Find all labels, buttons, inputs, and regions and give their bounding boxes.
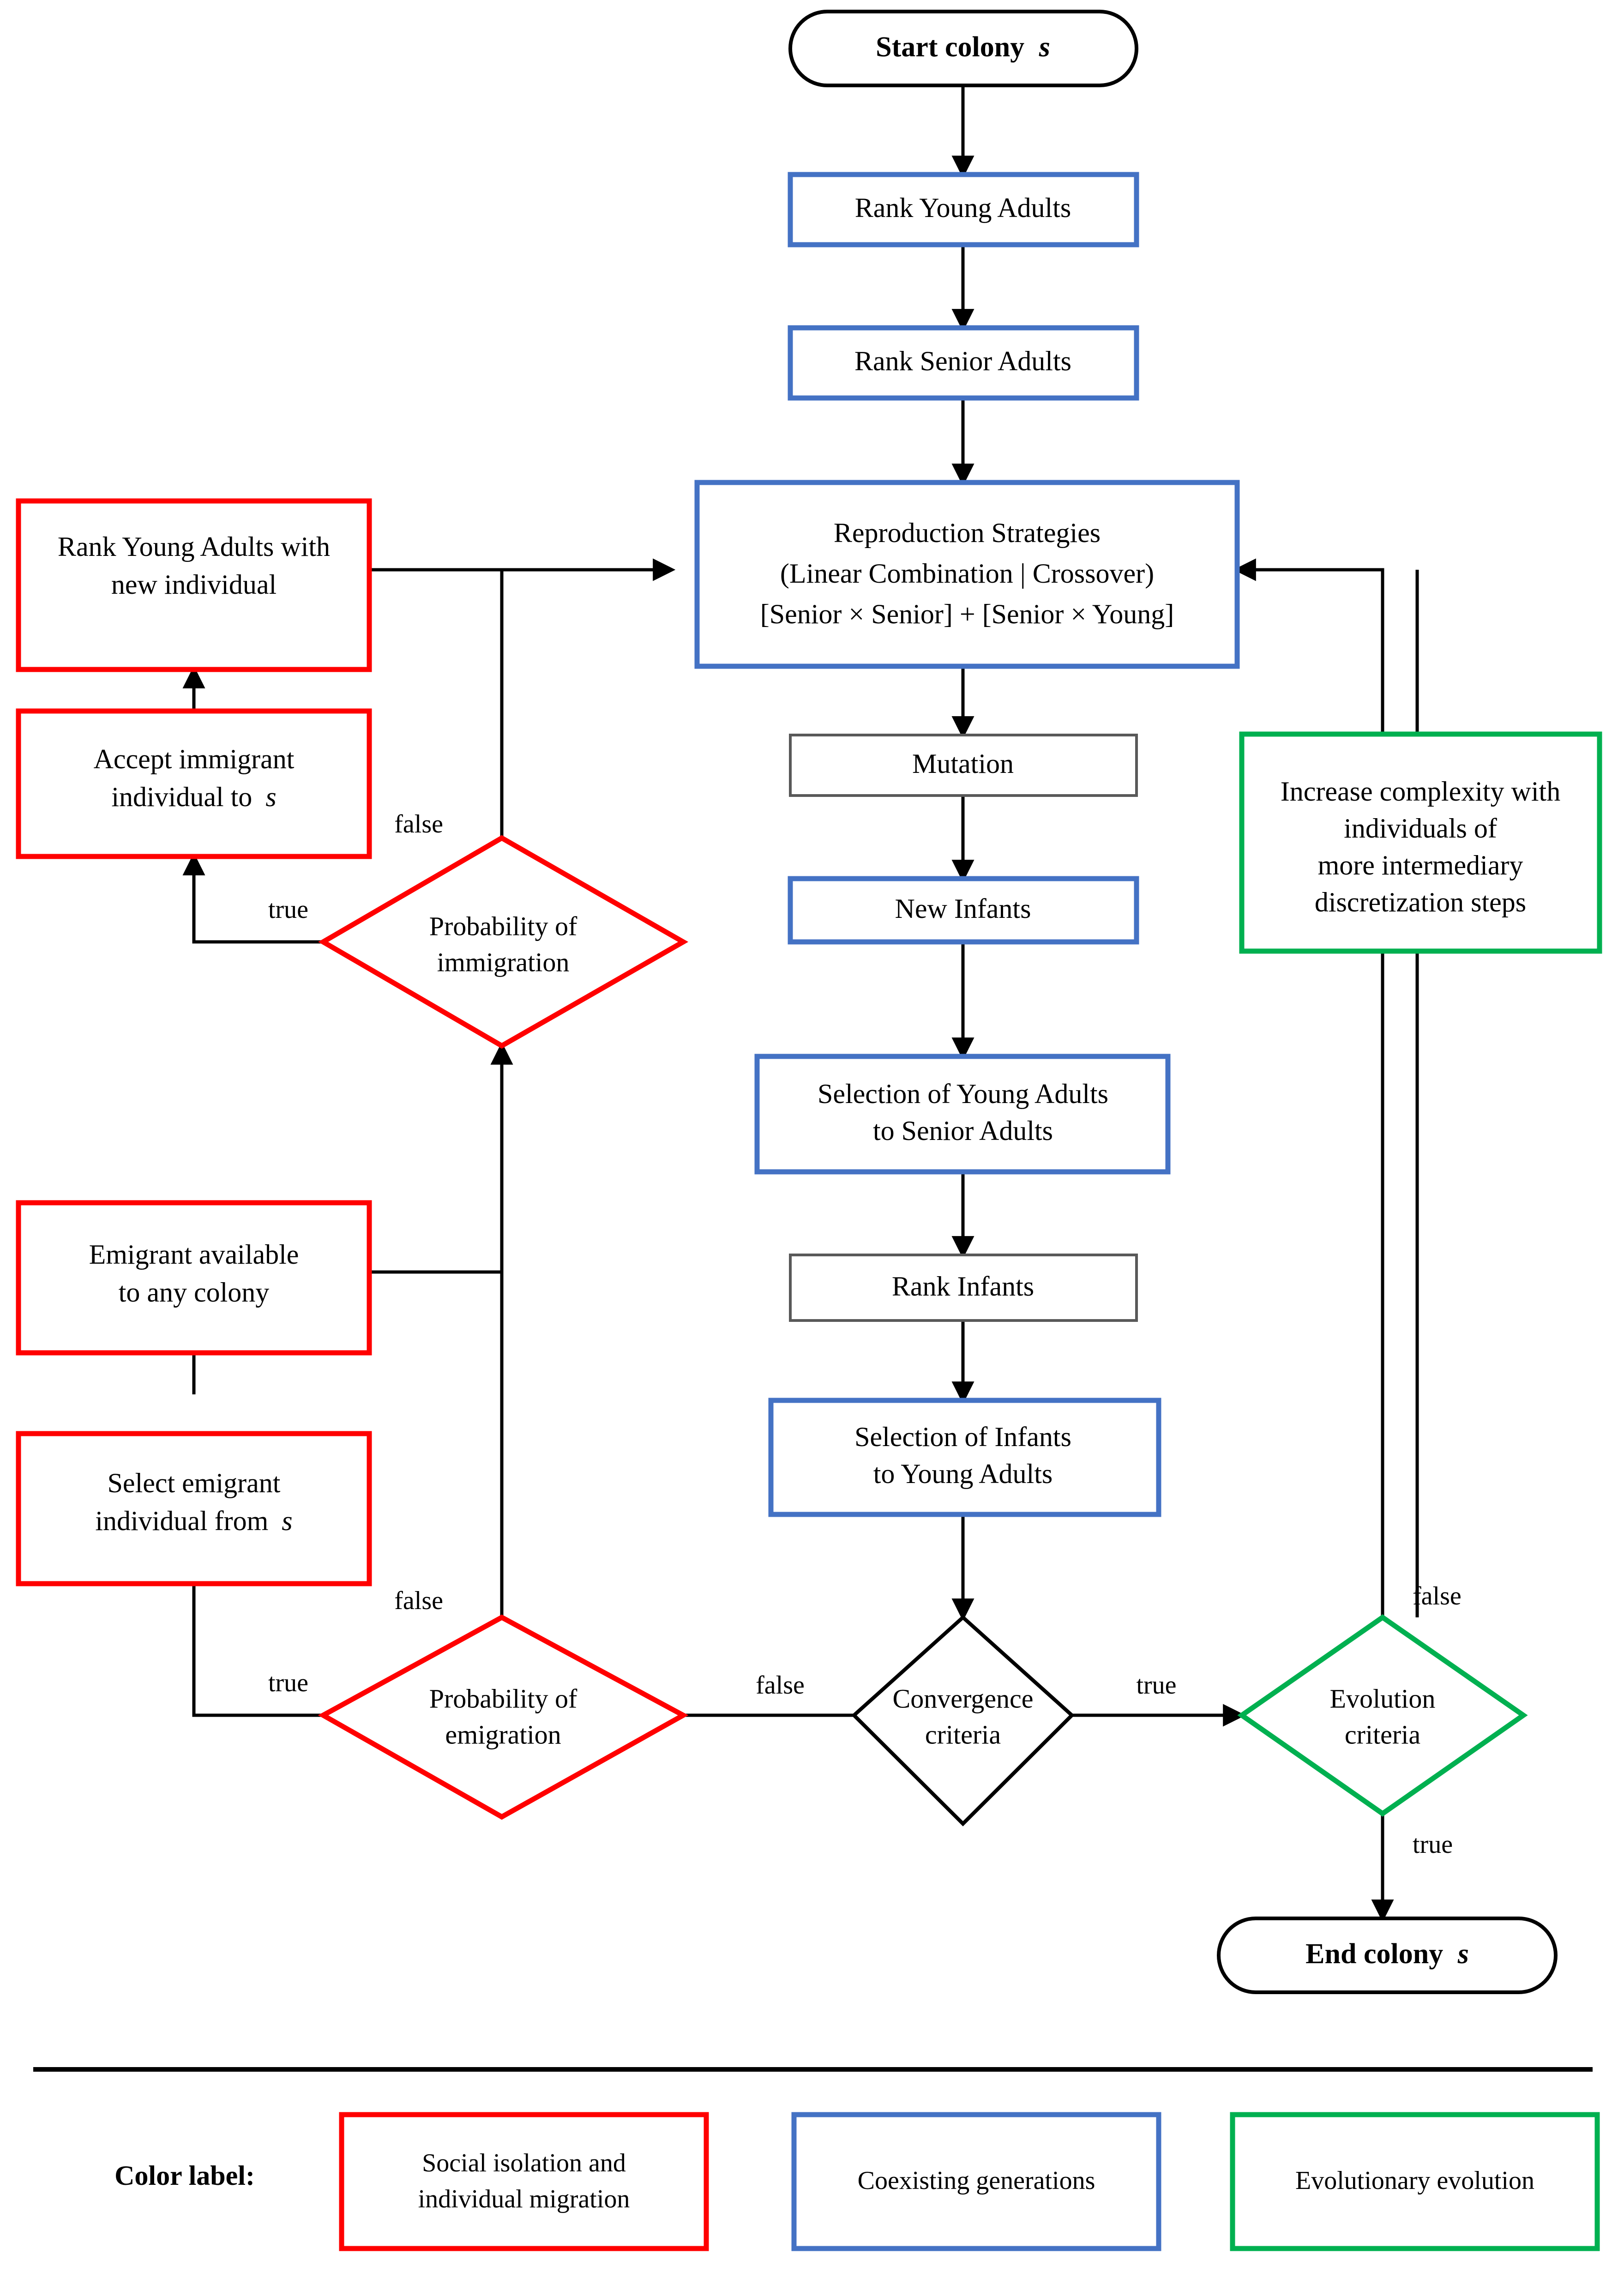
start-label-italic: s [1039, 31, 1050, 63]
selection-young-line1: Selection of Young Adults [818, 1079, 1108, 1109]
immigration-line1: Probability of [429, 911, 577, 941]
node-convergence-criteria[interactable]: Convergence criteria [851, 1615, 1075, 1827]
rank-young-new-line1: Rank Young Adults with [58, 531, 330, 562]
rank-infants-label: Rank Infants [892, 1271, 1034, 1302]
edge-label-emigration-true: true [268, 1669, 308, 1697]
rank-young-adults-label: Rank Young Adults [855, 193, 1071, 223]
node-rank-infants[interactable]: Rank Infants [789, 1254, 1138, 1322]
node-end-colony[interactable]: End colony s [1217, 1917, 1558, 1994]
emigrant-available-line1: Emigrant available [89, 1239, 299, 1270]
emigration-line1: Probability of [429, 1683, 577, 1713]
node-emigrant-available[interactable]: Emigrant available to any colony [16, 1200, 372, 1356]
rank-senior-adults-label: Rank Senior Adults [854, 346, 1071, 376]
evolution-line1: Evolution [1330, 1683, 1436, 1713]
node-start-colony[interactable]: Start colony s [788, 10, 1138, 87]
rank-young-new-line2: new individual [111, 569, 277, 600]
immigration-line2: immigration [437, 947, 570, 977]
evolution-line2: criteria [1345, 1719, 1420, 1749]
node-new-infants[interactable]: New Infants [788, 876, 1139, 945]
node-evolution-criteria[interactable]: Evolution criteria [1237, 1614, 1528, 1817]
start-label: Start colony [876, 31, 1024, 63]
svg-text:End colony s: End colony s [1305, 1938, 1469, 1970]
reproduction-line2: (Linear Combination | Crossover) [780, 558, 1154, 589]
edge-emigration-true-to-select-emigrant [182, 1526, 323, 1717]
node-rank-young-adults[interactable]: Rank Young Adults [788, 172, 1139, 247]
reproduction-line1: Reproduction Strategies [834, 518, 1101, 548]
edge-label-immigration-false: false [394, 810, 443, 838]
legend-item-1-line1: Coexisting generations [858, 2166, 1095, 2195]
node-reproduction-strategies[interactable]: Reproduction Strategies (Linear Combinat… [694, 480, 1240, 669]
edge-label-evolution-false: false [1413, 1582, 1462, 1610]
selection-infants-line1: Selection of Infants [854, 1422, 1071, 1452]
increase-complexity-line3: more intermediary [1318, 850, 1523, 880]
svg-text:Start colony s: Start colony s [876, 31, 1050, 63]
legend-item-coexisting-generations: Coexisting generations [791, 2112, 1161, 2251]
legend-item-0-line1: Social isolation and [422, 2149, 626, 2177]
select-emigrant-line2-italic: s [282, 1506, 292, 1536]
node-mutation[interactable]: Mutation [789, 734, 1138, 797]
edge-label-immigration-true: true [268, 895, 308, 924]
legend-title: Color label: [114, 2160, 255, 2191]
select-emigrant-line1: Select emigrant [108, 1468, 281, 1498]
convergence-line1: Convergence [893, 1683, 1034, 1713]
legend-item-social-isolation: Social isolation and individual migratio… [339, 2112, 709, 2251]
emigration-line2: emigration [445, 1719, 561, 1749]
edge-evolution-false-to-reproduction [1233, 558, 1384, 1617]
legend-item-2-line1: Evolutionary evolution [1295, 2166, 1534, 2195]
node-probability-emigration[interactable]: Probability of emigration [318, 1614, 689, 1820]
node-selection-infants-to-young[interactable]: Selection of Infants to Young Adults [768, 1398, 1161, 1517]
new-infants-label: New Infants [895, 893, 1031, 924]
increase-complexity-line4: discretization steps [1315, 887, 1526, 917]
increase-complexity-line2: individuals of [1344, 813, 1497, 844]
accept-immigrant-line2-prefix: individual to [111, 782, 252, 812]
node-increase-complexity[interactable]: Increase complexity with individuals of … [1239, 731, 1602, 954]
legend-item-evolutionary-evolution: Evolutionary evolution [1230, 2112, 1600, 2251]
edge-label-evolution-true: true [1413, 1830, 1453, 1859]
edge-label-convergence-false: false [756, 1671, 805, 1700]
svg-text:individual to s: individual to s [111, 782, 276, 812]
edge-label-emigration-false: false [394, 1586, 443, 1615]
node-rank-senior-adults[interactable]: Rank Senior Adults [788, 325, 1139, 401]
increase-complexity-line1: Increase complexity with [1281, 776, 1560, 807]
legend-item-0-line2: individual migration [418, 2185, 630, 2213]
node-accept-immigrant[interactable]: Accept immigrant individual to s [16, 708, 372, 859]
node-selection-young-to-senior[interactable]: Selection of Young Adults to Senior Adul… [754, 1054, 1171, 1175]
mutation-label: Mutation [912, 748, 1014, 779]
edge-label-convergence-true: true [1136, 1671, 1176, 1700]
select-emigrant-line2-prefix: individual from [95, 1506, 268, 1536]
node-probability-immigration[interactable]: Probability of immigration [318, 835, 689, 1049]
edge-immigration-true-to-accept [182, 852, 323, 944]
selection-young-line2: to Senior Adults [873, 1115, 1053, 1146]
node-rank-young-with-new[interactable]: Rank Young Adults with new individual [16, 498, 372, 672]
svg-text:individual from s: individual from s [95, 1506, 292, 1536]
end-label-italic: s [1457, 1938, 1469, 1970]
end-label: End colony [1305, 1938, 1443, 1970]
emigrant-available-line2: to any colony [119, 1277, 270, 1308]
convergence-line2: criteria [925, 1719, 1001, 1749]
accept-immigrant-line1: Accept immigrant [94, 744, 295, 774]
accept-immigrant-line2-italic: s [265, 782, 276, 812]
edge-immigration-false-to-reproduction [500, 558, 676, 838]
node-select-emigrant[interactable]: Select emigrant individual from s [16, 1431, 372, 1586]
selection-infants-line2: to Young Adults [873, 1459, 1053, 1489]
reproduction-line3: [Senior × Senior] + [Senior × Young] [760, 599, 1174, 629]
